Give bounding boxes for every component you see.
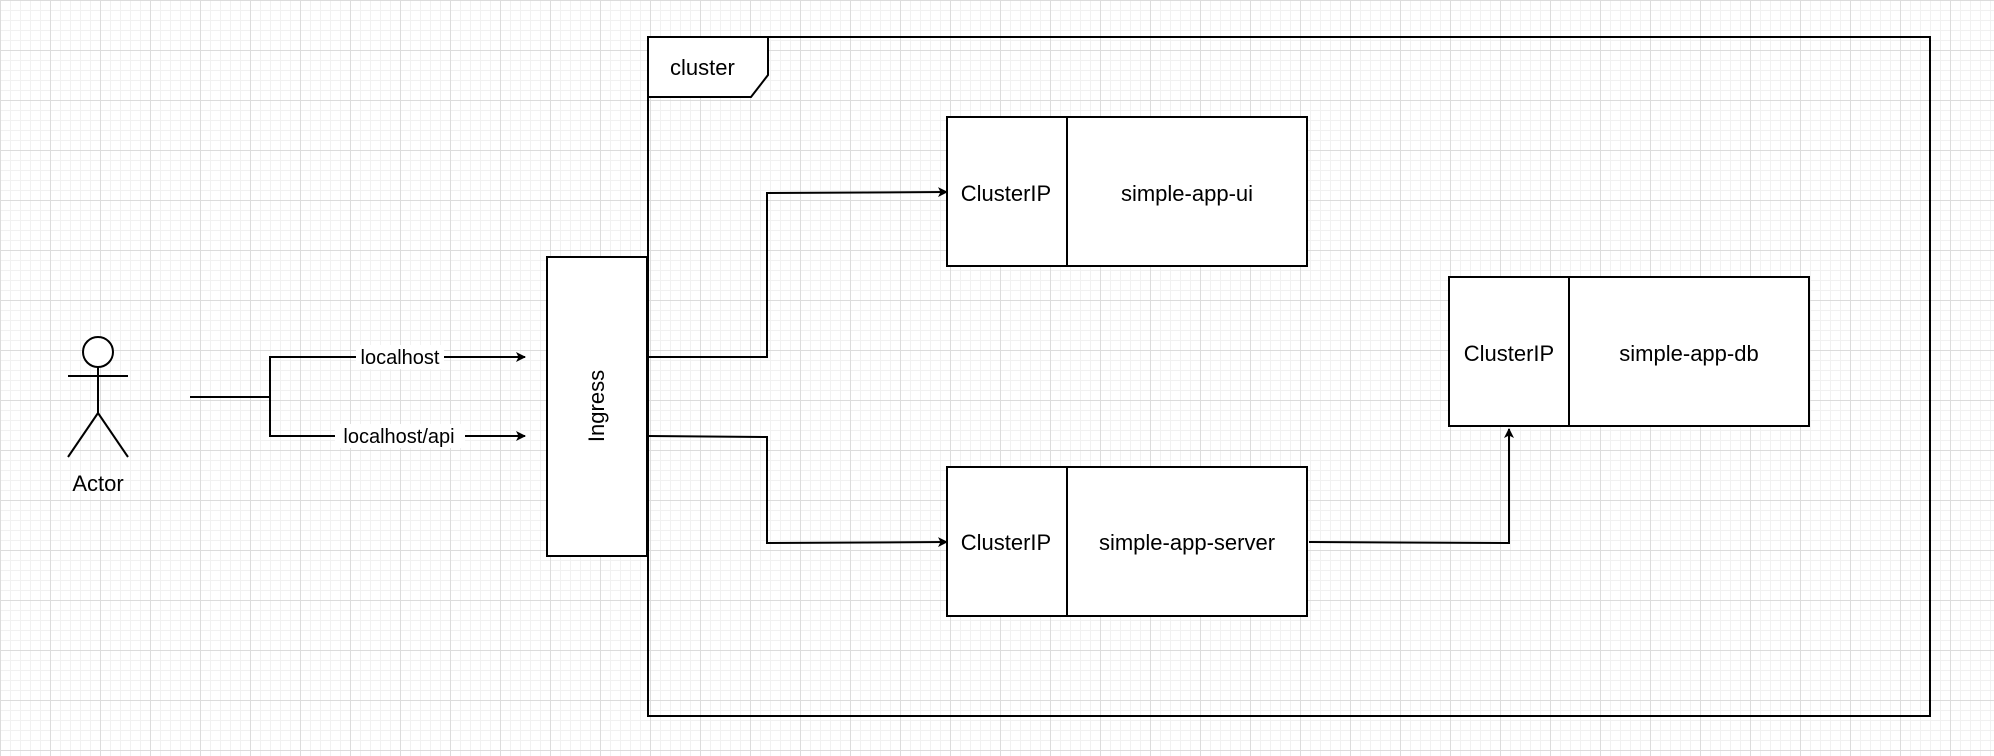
edge-label-localhost-text: localhost [361, 347, 440, 369]
service-ui-type: ClusterIP [961, 181, 1051, 206]
cluster-label: cluster [670, 55, 735, 80]
service-ui[interactable]: ClusterIP simple-app-ui [946, 116, 1308, 267]
edge-server-db[interactable] [1308, 428, 1514, 545]
actor-icon [67, 336, 129, 458]
edge-ingress-server[interactable] [648, 435, 948, 548]
ingress-label: Ingress [584, 370, 609, 442]
actor-label: Actor [72, 471, 123, 496]
edge-label-localhost-api-text: localhost/api [343, 426, 454, 448]
ingress-node[interactable]: Ingress [546, 256, 648, 557]
service-server-type: ClusterIP [961, 530, 1051, 555]
actor[interactable]: Actor [67, 336, 129, 496]
service-server[interactable]: ClusterIP simple-app-server [946, 466, 1308, 617]
service-db[interactable]: ClusterIP simple-app-db [1448, 276, 1810, 427]
service-server-name: simple-app-server [1099, 530, 1275, 555]
service-db-name: simple-app-db [1619, 341, 1758, 366]
edge-label-localhost-api: localhost/api [335, 424, 465, 448]
service-ui-name: simple-app-ui [1121, 181, 1253, 206]
edge-ingress-ui[interactable] [649, 187, 948, 358]
edge-label-localhost: localhost [356, 345, 444, 369]
cluster-frame[interactable]: cluster [647, 36, 1931, 717]
service-db-type: ClusterIP [1464, 341, 1554, 366]
